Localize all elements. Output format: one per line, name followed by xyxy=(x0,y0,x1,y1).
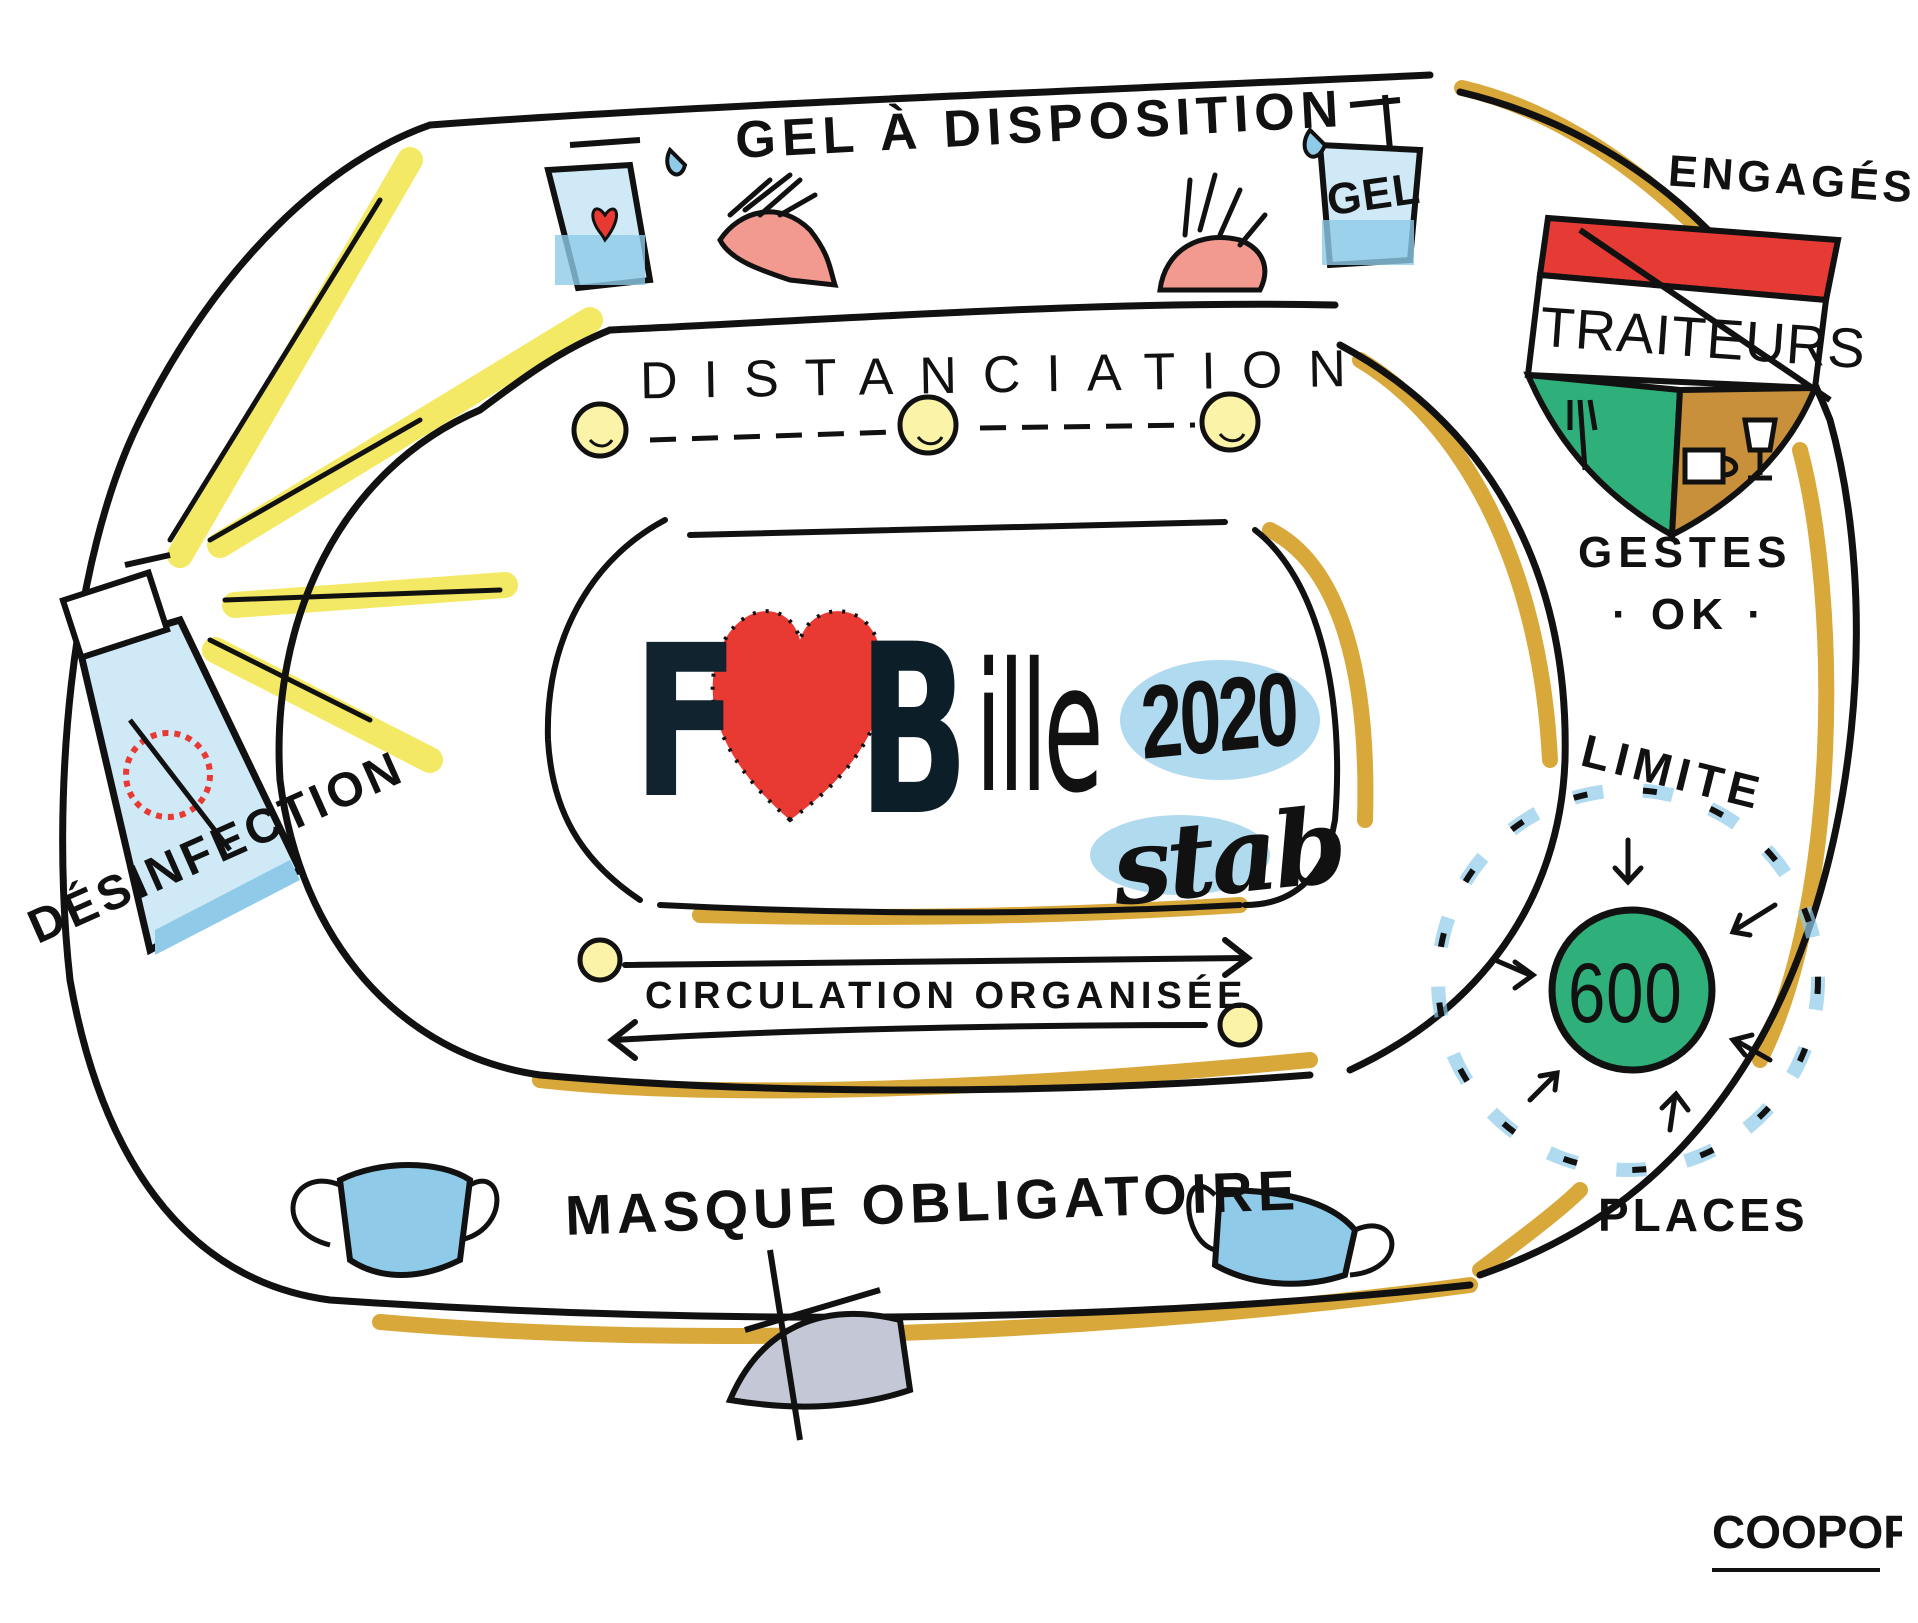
face-mask-icon xyxy=(1186,1183,1395,1287)
hand-gel-bottle-icon xyxy=(544,137,688,292)
wine-glass-icon xyxy=(1742,417,1778,481)
middle-track xyxy=(275,300,1569,1094)
circulation-arrows xyxy=(607,937,1253,1061)
smiley-icon xyxy=(571,401,629,459)
signature-text: COOPOP xyxy=(1712,1506,1902,1558)
logo-letter-f: F xyxy=(632,600,740,845)
distanciation-label: DISTANCIATION xyxy=(639,339,1373,411)
coffee-cup-icon xyxy=(1682,447,1739,485)
virus-icon xyxy=(123,718,232,852)
ok-label: · OK · xyxy=(1612,590,1768,639)
capacity-circle-icon xyxy=(1431,783,1825,1177)
fork-icon xyxy=(1567,399,1598,471)
smiley-icon xyxy=(897,394,959,456)
logo-stab: stab xyxy=(1106,783,1349,930)
face-mask-icon xyxy=(290,1162,500,1278)
smiley-icon xyxy=(1217,1002,1263,1048)
red-hand-icon xyxy=(717,172,839,288)
logo-letter-b: B xyxy=(858,595,970,868)
logo-ille: ille xyxy=(975,625,1104,832)
circulation-label: CIRCULATION ORGANISÉE xyxy=(645,975,1248,1017)
capacity-number: 600 xyxy=(1568,946,1683,1040)
crossed-out-mask-icon xyxy=(725,1249,914,1441)
heart-icon xyxy=(710,609,886,823)
logo-blue-glow xyxy=(1090,660,1320,895)
logo-year: 2020 xyxy=(1138,650,1299,782)
places-label: PLACES xyxy=(1598,1189,1809,1241)
distance-dashes xyxy=(649,422,1196,443)
gestes-label: GESTES xyxy=(1578,528,1793,577)
coopop-signature-logo: COOPOP xyxy=(1712,1506,1902,1558)
inner-track xyxy=(544,517,1341,916)
smiley-icon xyxy=(1199,391,1261,453)
traiteurs-crest-icon xyxy=(1523,214,1842,541)
hand-gel-bottle-icon xyxy=(1302,94,1424,269)
spray-ray-lines xyxy=(167,197,503,723)
capacity-arrows xyxy=(1492,837,1778,1133)
red-hand-icon xyxy=(1157,172,1268,293)
smiley-icon xyxy=(577,937,623,983)
spray-bottle-icon xyxy=(59,552,305,956)
spray-rays xyxy=(167,147,603,773)
